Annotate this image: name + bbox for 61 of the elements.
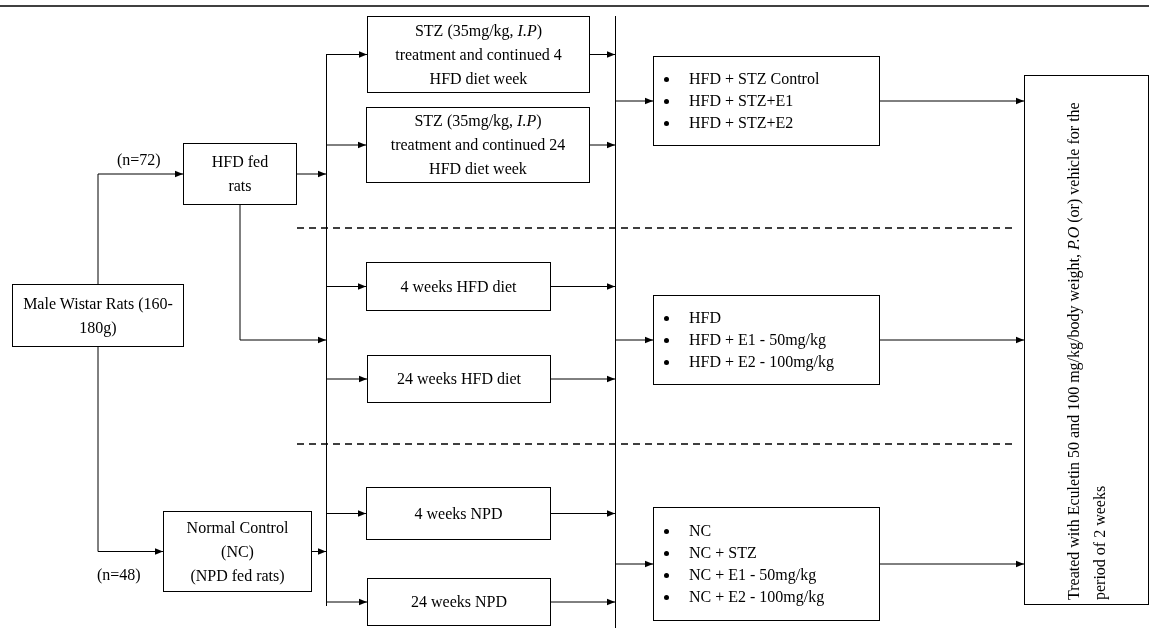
arrow: [550, 375, 616, 383]
arrow: [615, 336, 654, 344]
edge-label: (n=72): [116, 150, 162, 170]
arrow: [879, 560, 1025, 568]
box-text: Male Wistar Rats (160-180g): [22, 293, 174, 339]
list-item-text: HFD + E2 - 100mg/kg: [689, 352, 835, 372]
arrow: [296, 170, 327, 178]
arrow: [326, 598, 368, 606]
box-text: STZ (35mg/kg, I.P) treatment and continued 4 HFD diet week: [394, 20, 563, 89]
arrow: [589, 51, 616, 58]
box-text: Normal Control (NC): [185, 517, 290, 563]
box-text: STZ (35mg/kg, I.P) treatment and continued 24 HFD diet week: [389, 111, 567, 179]
arrow: [550, 283, 616, 290]
process-box: [367, 355, 551, 403]
arrow: [615, 560, 654, 568]
arrow: [550, 510, 616, 517]
list-item-text: HFD + STZ+E2: [689, 113, 794, 133]
arrow: [589, 141, 616, 149]
group-list-box: [653, 56, 880, 146]
arrow: [326, 141, 367, 149]
bus-line: [615, 16, 616, 628]
process-box: [367, 578, 551, 626]
box-text: HFD fed rats: [210, 152, 270, 196]
list-item-text: NC + E2 - 100mg/kg: [689, 587, 825, 607]
list-item-text: NC + E1 - 50mg/kg: [689, 565, 817, 585]
list-item-text: HFD: [689, 308, 721, 328]
edge-label: (n=48): [96, 565, 142, 585]
rotated-text: Treated with Eculetin 50 and 100 mg/kg/body weight, P.O (or) vehicle for the period of 2 weeks: [1063, 101, 1110, 600]
process-box: [366, 487, 551, 540]
process-box: [367, 16, 590, 93]
process-box: [183, 143, 297, 205]
process-box: [12, 284, 184, 347]
list-item-text: HFD + STZ Control: [689, 69, 820, 89]
arrow: [550, 598, 616, 606]
list-item-text: NC: [689, 521, 712, 541]
box-text: 4 weeks NPD: [414, 503, 503, 524]
list-item-text: HFD + STZ+E1: [689, 91, 794, 111]
arrow: [311, 548, 327, 555]
list-item-text: NC + STZ: [689, 543, 757, 563]
arrow: [879, 336, 1025, 344]
arrow: [97, 170, 184, 285]
arrow: [326, 510, 367, 517]
treatment-box: [1024, 75, 1149, 605]
arrow: [326, 51, 368, 58]
process-box: [163, 511, 312, 592]
group-list-box: [653, 507, 880, 621]
process-box: [366, 107, 590, 183]
arrow: [239, 204, 327, 344]
process-box: [366, 262, 551, 311]
box-text: 24 weeks HFD diet: [397, 369, 521, 389]
arrow: [326, 283, 367, 290]
box-text: 4 weeks HFD diet: [400, 276, 517, 297]
arrow: [615, 97, 654, 105]
list-item-text: HFD + E1 - 50mg/kg: [689, 330, 827, 350]
arrow: [97, 346, 164, 555]
arrow: [326, 375, 368, 383]
bus-line: [326, 54, 327, 606]
arrow: [879, 97, 1025, 105]
box-text: 24 weeks NPD: [411, 592, 507, 612]
box-text: (NPD fed rats): [190, 565, 285, 586]
group-list-box: [653, 295, 880, 385]
